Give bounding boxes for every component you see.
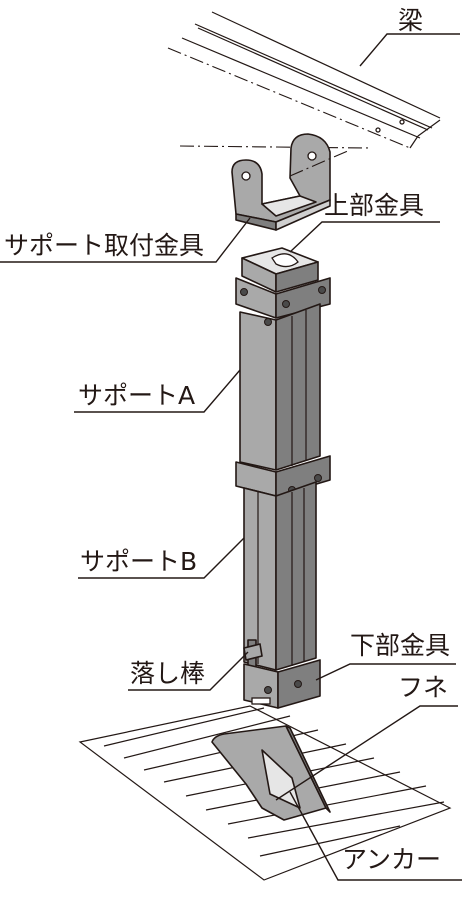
support-b <box>243 481 317 671</box>
upper-fitting <box>235 247 331 319</box>
support-a-label: サポートA <box>78 381 195 410</box>
support-b-leader <box>78 537 245 579</box>
support-b-label: サポートB <box>80 547 197 576</box>
beam-label: 梁 <box>398 6 423 35</box>
lower-fitting-label: 下部金具 <box>350 631 450 660</box>
upper-fitting-leader <box>289 221 440 253</box>
lower-fitting-leader <box>315 663 456 681</box>
drop-rod-leader <box>128 651 249 691</box>
support-mount-fitting-label: サポート取付金具 <box>4 231 204 260</box>
drop-rod-label: 落し棒 <box>130 659 205 688</box>
drop-rod <box>243 639 263 681</box>
support-a <box>239 303 321 471</box>
anchor-leader <box>289 791 462 881</box>
support-a-band <box>235 455 331 497</box>
fin-label: フネ <box>398 673 448 702</box>
beam-leader <box>359 33 460 67</box>
anchor-label: アンカー <box>342 845 441 874</box>
fin-leader <box>275 705 458 801</box>
mount-bracket-leader <box>0 217 251 263</box>
lower-fitting <box>243 659 321 709</box>
beam <box>167 11 441 149</box>
support-a-leader <box>74 369 241 413</box>
support-mount-bracket <box>231 133 351 231</box>
upper-fitting-label: 上部金具 <box>324 191 424 220</box>
